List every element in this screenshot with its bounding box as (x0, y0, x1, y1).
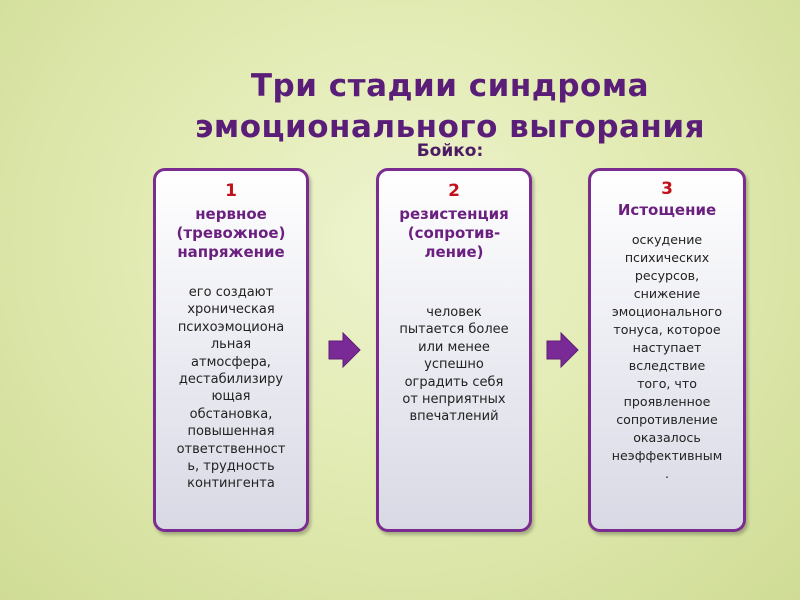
right-arrow-icon (546, 332, 579, 368)
slide-subtitle: Бойко: (416, 141, 484, 161)
stage-name: резистенция (сопротив- ление) (399, 205, 509, 261)
right-arrow-icon (328, 332, 361, 368)
stage-card-3: 3 Истощение оскудение психических ресурс… (588, 168, 746, 532)
stage-name: Истощение (617, 201, 717, 219)
stage-description: его создают хроническая психоэмоциона ль… (176, 285, 286, 492)
stage-card-1: 1 нервное (тревожное) напряжение его соз… (153, 168, 309, 532)
stage-number: 2 (448, 181, 460, 201)
stage-header: 2 резистенция (сопротив- ление) (379, 179, 529, 262)
stage-header: 3 Истощение (591, 177, 743, 220)
title-line-2: эмоционального выгорания (195, 109, 705, 145)
title-line-1: Три стадии синдрома (250, 68, 650, 104)
stage-header: 1 нервное (тревожное) напряжение (156, 179, 306, 262)
stage-number: 3 (661, 179, 673, 199)
stage-number: 1 (225, 181, 237, 201)
stage-name: нервное (тревожное) напряжение (176, 205, 286, 261)
stage-description: оскудение психических ресурсов, снижение… (611, 232, 723, 481)
slide-title: Три стадии синдрома эмоционального выгор… (150, 66, 750, 148)
stage-description: человек пытается более или менее успешно… (399, 305, 509, 425)
stage-card-2: 2 резистенция (сопротив- ление) человек … (376, 168, 532, 532)
